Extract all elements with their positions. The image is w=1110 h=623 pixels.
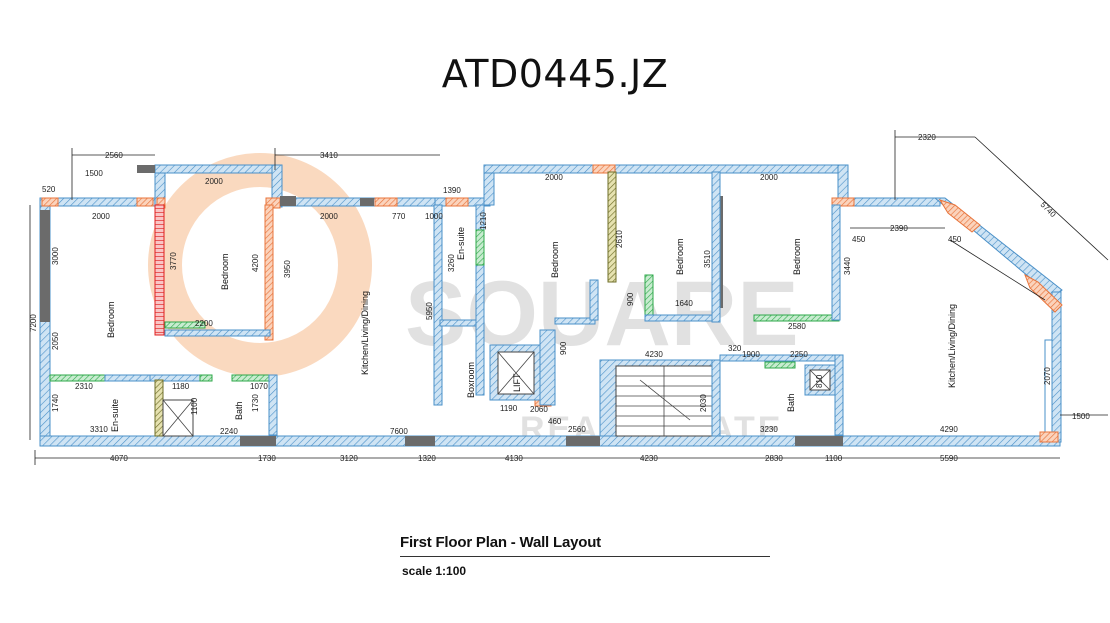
dim-label: 900 xyxy=(559,341,568,355)
dim-label: 7200 xyxy=(29,314,38,332)
dim-label: 2560 xyxy=(568,425,586,434)
room-labels: Bedroom Bedroom Bedroom Bedroom Bedroom … xyxy=(106,227,957,432)
dim-label: 2050 xyxy=(51,332,60,350)
dim-label: 3260 xyxy=(447,254,456,272)
dim-label: 4070 xyxy=(110,454,128,463)
dim-label: 1500 xyxy=(85,169,103,178)
dim-label: 770 xyxy=(392,212,406,221)
room-label-bedroom-4: Bedroom xyxy=(675,238,685,275)
dim-label: 3310 xyxy=(90,425,108,434)
dim-label: 1900 xyxy=(742,350,760,359)
dim-label: 1730 xyxy=(258,454,276,463)
dim-label: 2000 xyxy=(545,173,563,182)
dim-label: 2070 xyxy=(1043,367,1052,385)
dim-label: 1320 xyxy=(418,454,436,463)
dim-label: 4200 xyxy=(251,254,260,272)
dim-label: 4130 xyxy=(505,454,523,463)
dim-label: 2030 xyxy=(699,394,708,412)
dim-label: 2000 xyxy=(205,177,223,186)
room-label-kitchen-1: Kitchen/Living/Dining xyxy=(360,291,370,375)
dim-label: 1100 xyxy=(825,454,843,463)
dim-label: 1070 xyxy=(250,382,268,391)
dim-label: 1390 xyxy=(443,186,461,195)
dim-label: 1640 xyxy=(675,299,693,308)
room-label-bedroom-5: Bedroom xyxy=(792,238,802,275)
dim-label: 4230 xyxy=(645,350,663,359)
room-label-boxroom: Boxroom xyxy=(466,362,476,398)
dimension-labels: 2560 3410 2320 1500 520 2000 2000 2000 2… xyxy=(29,133,1090,463)
dim-label: 2320 xyxy=(918,133,936,142)
room-label-bedroom-2: Bedroom xyxy=(220,253,230,290)
page-title: ATD0445.JZ xyxy=(441,52,669,96)
room-label-ensuite-2: En-suite xyxy=(456,227,466,260)
dim-label: 5590 xyxy=(940,454,958,463)
dim-label: 1190 xyxy=(500,404,518,413)
dim-label: 810 xyxy=(815,374,824,388)
plan-caption: First Floor Plan - Wall Layout xyxy=(400,534,601,551)
dim-label: 5740 xyxy=(1039,200,1058,219)
dim-label: 2000 xyxy=(760,173,778,182)
dim-label: 2240 xyxy=(220,427,238,436)
dim-label: 7600 xyxy=(390,427,408,436)
dim-label: 1180 xyxy=(172,382,190,391)
dim-label: 2610 xyxy=(615,230,624,248)
room-label-bedroom-3: Bedroom xyxy=(550,241,560,278)
dim-label: 3410 xyxy=(320,151,338,160)
closet-partition xyxy=(154,204,165,336)
dim-label: 2830 xyxy=(765,454,783,463)
dim-label: 4230 xyxy=(640,454,658,463)
dim-label: 3440 xyxy=(843,257,852,275)
dim-label: 460 xyxy=(548,417,562,426)
dim-label: 2000 xyxy=(92,212,110,221)
dim-label: 2250 xyxy=(790,350,808,359)
caption-divider xyxy=(400,556,770,557)
room-label-lift: LIFT xyxy=(512,373,522,392)
dim-label: 2390 xyxy=(890,224,908,233)
dim-label: 450 xyxy=(948,235,962,244)
dim-label: 3510 xyxy=(703,250,712,268)
dim-label: 1100 xyxy=(190,397,199,415)
plan-scale: scale 1:100 xyxy=(402,564,467,578)
room-label-bedroom-1: Bedroom xyxy=(106,301,116,338)
dimension-lines xyxy=(29,130,1109,465)
dim-label: 4290 xyxy=(940,425,958,434)
dim-label: 3120 xyxy=(340,454,358,463)
dim-label: 1730 xyxy=(251,394,260,412)
dim-label: 2310 xyxy=(75,382,93,391)
dim-label: 1210 xyxy=(479,212,488,230)
dim-label: 900 xyxy=(626,292,635,306)
interior-walls xyxy=(49,171,844,437)
dim-label: 1000 xyxy=(425,212,443,221)
dim-label: 1500 xyxy=(1072,412,1090,421)
room-label-kitchen-2: Kitchen/Living/Dining xyxy=(947,304,957,388)
dim-label: 3000 xyxy=(51,247,60,265)
watermark-line1: SQUARE xyxy=(405,263,799,365)
dim-label: 2560 xyxy=(105,151,123,160)
dim-label: 2000 xyxy=(320,212,338,221)
dim-label: 520 xyxy=(42,185,56,194)
room-label-bath-2: Bath xyxy=(786,393,796,412)
windows xyxy=(41,164,1063,443)
dim-label: 450 xyxy=(852,235,866,244)
room-label-bath-1: Bath xyxy=(234,401,244,420)
dim-label: 3950 xyxy=(283,260,292,278)
dim-label: 320 xyxy=(728,344,742,353)
dim-label: 5950 xyxy=(425,302,434,320)
room-label-ensuite-1: En-suite xyxy=(110,399,120,432)
dim-label: 1740 xyxy=(51,394,60,412)
dim-label: 2580 xyxy=(788,322,806,331)
dim-label: 2060 xyxy=(530,405,548,414)
dim-label: 3230 xyxy=(760,425,778,434)
dim-label: 3770 xyxy=(169,252,178,270)
dim-label: 2200 xyxy=(195,319,213,328)
